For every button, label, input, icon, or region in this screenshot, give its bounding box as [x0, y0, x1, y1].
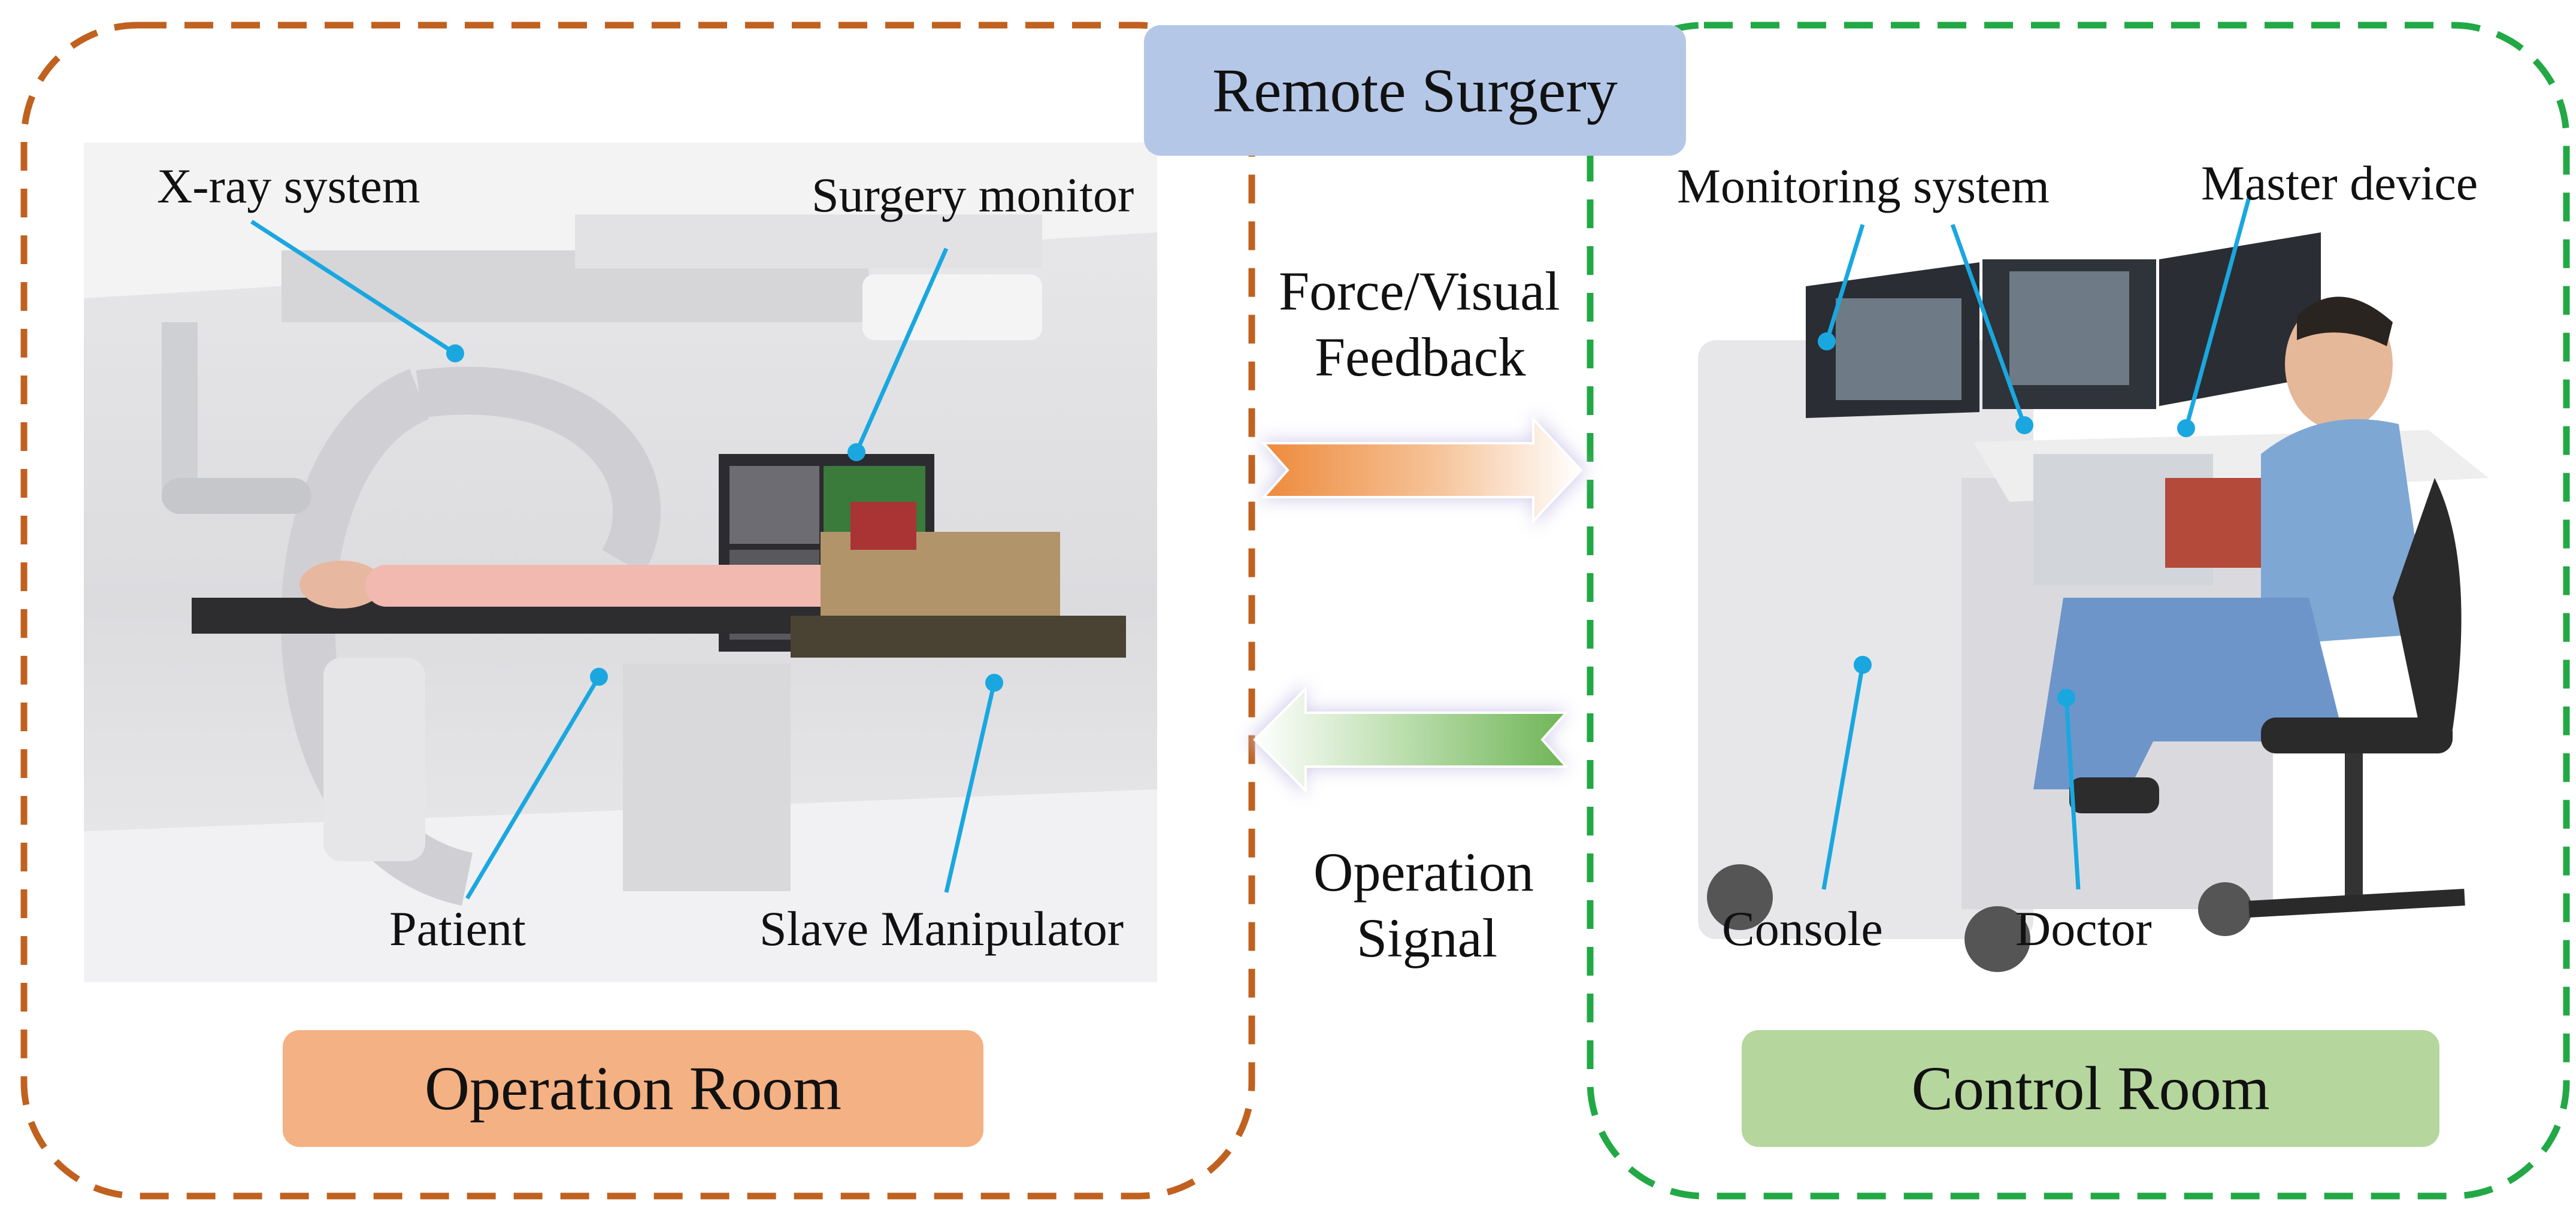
slave-leader-dot: [985, 674, 1003, 692]
patient-label: Patient: [389, 901, 526, 956]
monitor-leader-line: [854, 247, 949, 453]
page-title: Remote Surgery: [1212, 56, 1618, 125]
operation-room-photo: [84, 143, 1157, 982]
monitor-leader-dot: [847, 443, 865, 461]
control-room-illustration: [1698, 232, 2489, 972]
doctor-leader-line: [2064, 697, 2081, 890]
master-label: Master device: [2201, 156, 2478, 210]
operation-room-title: Operation Room: [424, 1054, 842, 1123]
slave-label: Slave Manipulator: [759, 901, 1124, 956]
xray-leader-line: [250, 220, 456, 355]
control-room-border: [1587, 22, 2570, 1200]
feedback-label-line1: Force/Visual: [1279, 261, 1560, 322]
control-room-title: Control Room: [1911, 1054, 2270, 1123]
monitoring-leader-dot-1: [1818, 332, 1836, 350]
operation-room-illustration: [84, 143, 1157, 982]
console-label: Console: [1722, 901, 1883, 956]
feedback-arrow: [1261, 416, 1583, 525]
signal-arrow: [1253, 686, 1569, 794]
console-leader-line: [1821, 664, 1865, 890]
control-room-title-box: Control Room: [1742, 1030, 2439, 1147]
signal-label-line1: Operation: [1313, 841, 1534, 903]
feedback-label-line2: Feedback: [1315, 326, 1526, 387]
patient-leader-line: [465, 676, 601, 900]
operation-room-title-box: Operation Room: [283, 1030, 983, 1147]
monitoring-leader-line-2: [1950, 223, 2027, 426]
control-room-photo: [1674, 143, 2554, 982]
monitor-label: Surgery monitor: [812, 168, 1134, 222]
patient-leader-dot: [590, 668, 608, 686]
master-leader-dot: [2177, 419, 2195, 437]
remote-surgery-title-box: Remote Surgery: [1144, 25, 1686, 156]
monitoring-label: Monitoring system: [1677, 159, 2050, 213]
operation-room-border: [20, 22, 1255, 1200]
monitoring-leader-dot-2: [2015, 416, 2033, 434]
monitoring-leader-line-1: [1824, 223, 1865, 343]
doctor-leader-dot: [2057, 689, 2075, 707]
master-leader-line: [2184, 197, 2251, 429]
xray-label: X-ray system: [157, 159, 420, 213]
doctor-label: Doctor: [2015, 901, 2152, 956]
slave-leader-line: [944, 682, 997, 893]
console-leader-dot: [1854, 656, 1872, 674]
xray-leader-dot: [446, 344, 464, 362]
signal-label-line2: Signal: [1357, 907, 1498, 968]
